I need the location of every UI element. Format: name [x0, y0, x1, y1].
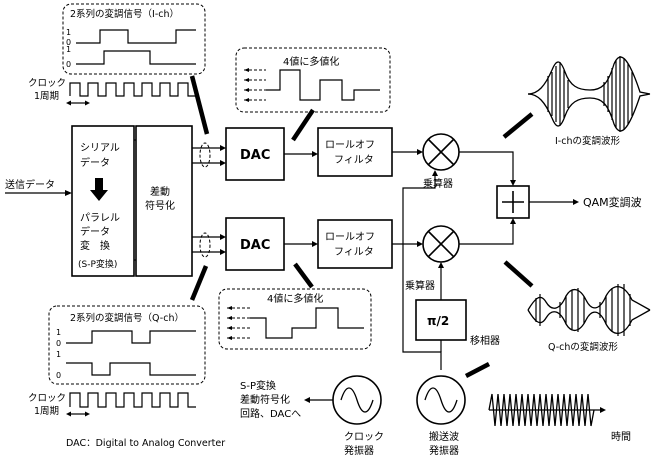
serial-label: シリアル: [80, 143, 120, 154]
serial-label: データ: [80, 156, 110, 169]
four-level-q-label: 4値に多値化: [267, 292, 323, 305]
osc-note: 差動符号化: [240, 393, 290, 406]
dac-footnote: DAC：Digital to Analog Converter: [66, 438, 225, 449]
time-axis-label: 時間: [611, 431, 631, 443]
qch-modulated-waveform: [527, 284, 651, 336]
rolloff-q-label: フィルタ: [334, 246, 374, 258]
level-label: 1: [66, 45, 71, 54]
ich-modulated-waveform: [527, 56, 651, 132]
ich-signal-panel: [62, 3, 206, 75]
dac-q-label: DAC: [240, 238, 270, 253]
parallel-label: パラレル: [80, 212, 120, 224]
dac-q-block: [225, 217, 285, 271]
rolloff-q-label: ロールオフ: [325, 231, 375, 243]
down-arrow-icon: [90, 178, 108, 201]
osc-note: S-P変換: [240, 379, 276, 392]
rolloff-i-label: フィルタ: [334, 154, 374, 166]
sine-wave-icon: [340, 387, 374, 413]
phase-label: π/2: [427, 314, 449, 328]
four-level-i-label: 4値に多値化: [283, 55, 339, 68]
osc-note: 回路、DACへ: [240, 407, 301, 420]
carrier-osc-label: 発振器: [429, 444, 459, 457]
clock-label: クロック: [28, 78, 66, 89]
clock-waveform-bottom: [69, 392, 196, 408]
clock-label: 1周期: [34, 406, 59, 417]
carrier-osc-label: 搬送波: [429, 430, 459, 443]
qam-wave-label: QAM変調波: [583, 195, 642, 209]
transmit-data-label: 送信データ: [5, 178, 55, 191]
qch-signal-title: 2系列の変調信号（Q-ch）: [70, 312, 184, 324]
level-label: 1: [56, 350, 61, 359]
level-label: 0: [56, 371, 61, 380]
four-level-q-panel: [218, 288, 372, 350]
clock-label: 1周期: [34, 91, 59, 102]
rolloff-i-label: ロールオフ: [325, 139, 375, 151]
qch-signal-panel: [48, 305, 206, 385]
dac-i-label: DAC: [240, 148, 270, 163]
differential-encoder-block: [135, 125, 193, 277]
clock-label: クロック: [28, 393, 66, 404]
sine-wave-icon: [424, 387, 458, 413]
level-label: 0: [66, 60, 71, 69]
ich-bit-stream-1: [76, 29, 196, 44]
four-level-i-panel: [235, 47, 391, 113]
carrier-waveform: [488, 393, 606, 427]
clock-osc-label: クロック: [344, 431, 384, 443]
level-label: 1: [56, 328, 61, 337]
ich-wave-label: I-chの変調波形: [555, 135, 620, 147]
level-label: 1: [66, 28, 71, 37]
sp-conversion-label: (S-P変換): [78, 258, 117, 270]
diff-encoding-label: 符号化: [145, 199, 175, 212]
rolloff-filter-q-block: [317, 219, 393, 269]
multiplier-q-label: 乗算器: [405, 279, 435, 292]
four-level-i-waveform: [266, 69, 380, 101]
ich-signal-title: 2系列の変調信号（I-ch）: [70, 8, 179, 20]
level-label: 0: [56, 339, 61, 348]
rolloff-filter-i-block: [317, 127, 393, 177]
multiplier-i-label: 乗算器: [423, 177, 453, 190]
phase-shifter-label: 移相器: [470, 334, 500, 347]
qch-bit-stream-1: [66, 330, 196, 344]
clock-osc-label: 発振器: [344, 444, 374, 457]
qch-bit-stream-2: [66, 362, 196, 376]
parallel-label: 変 換: [80, 239, 110, 252]
qch-wave-label: Q-chの変調波形: [548, 341, 618, 353]
dac-i-block: [225, 127, 285, 181]
parallel-label: データ: [80, 225, 110, 238]
clock-waveform-top: [69, 82, 196, 97]
diff-encoding-label: 差動: [150, 185, 170, 198]
level-label: 0: [66, 38, 71, 47]
four-level-q-waveform: [250, 307, 364, 339]
phase-shifter-block: [415, 299, 467, 341]
ich-bit-stream-2: [76, 50, 196, 65]
sp-converter-block: [71, 125, 135, 277]
